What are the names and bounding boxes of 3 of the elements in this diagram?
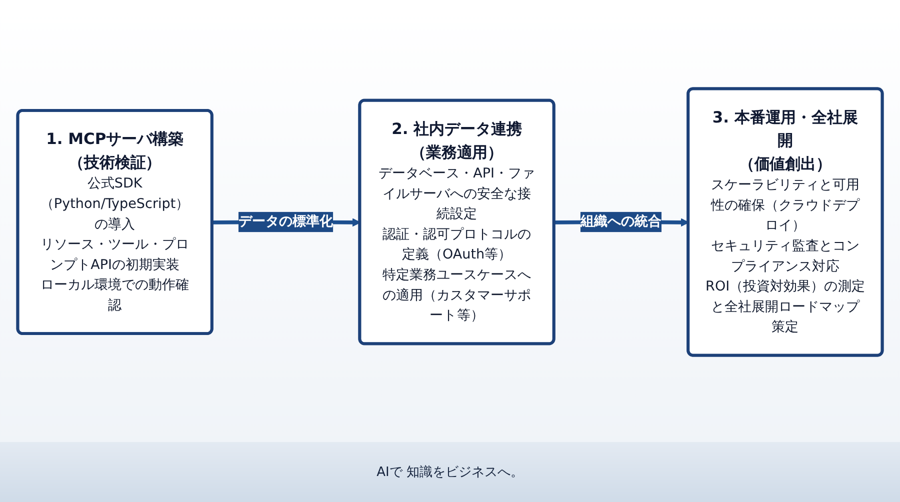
edge-label: 組織への統合 (580, 214, 662, 230)
edge-label: データの標準化 (238, 214, 334, 230)
tagline-text: AIで 知識をビジネスへ。 (376, 464, 524, 481)
